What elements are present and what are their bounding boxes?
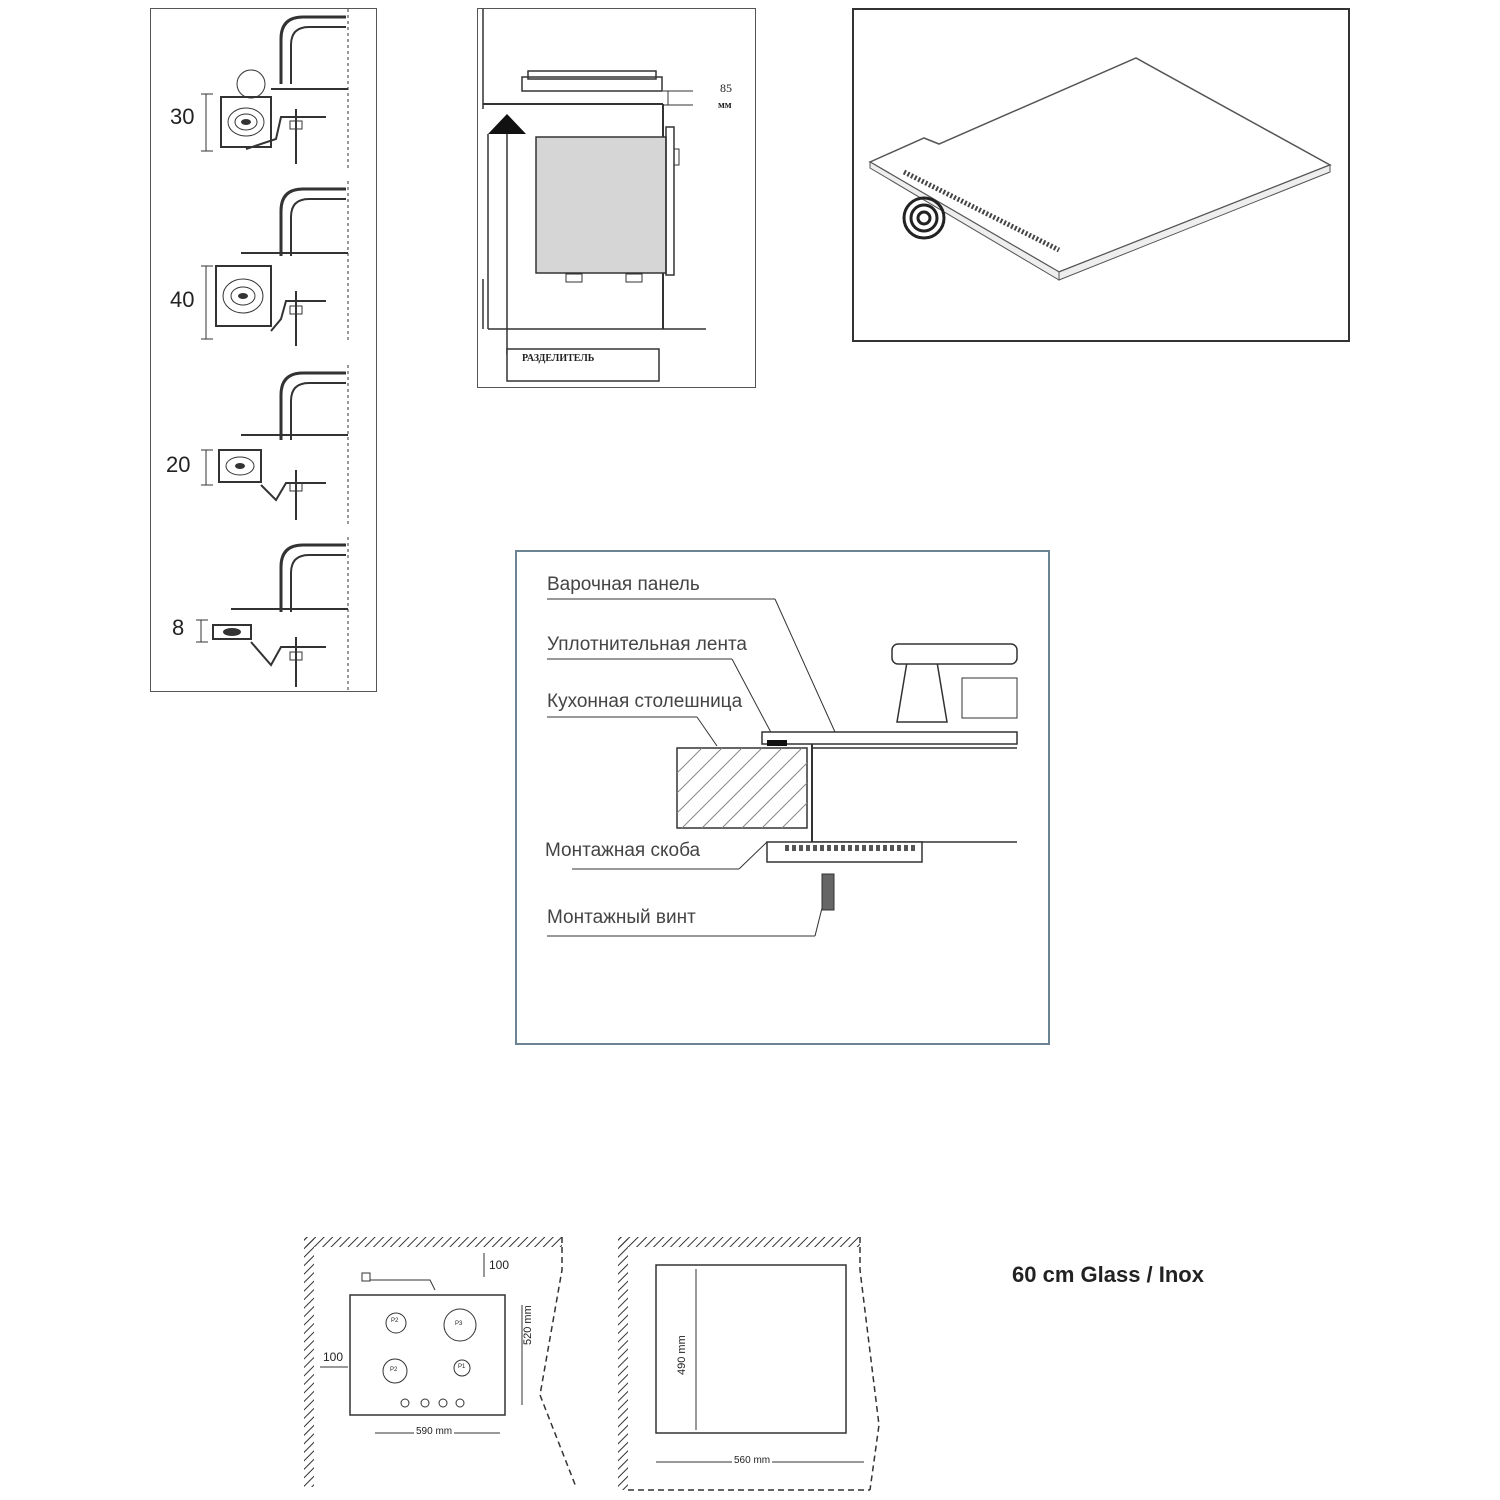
- hob-width-label: 590 mm: [414, 1426, 455, 1437]
- bracket-label: Монтажная скоба: [545, 840, 701, 861]
- seal-thickness-8: 8: [172, 615, 185, 640]
- hob-depth-label: 520 mm: [522, 1305, 534, 1345]
- seal-tape-panel: [852, 8, 1350, 342]
- oven-installation-panel: 85 мм РАЗДЕЛИТЕЛЬ: [477, 8, 756, 388]
- burner-label-2: P3: [455, 1321, 463, 1327]
- product-caption: 60 cm Glass / Inox: [1012, 1262, 1204, 1287]
- section-panel: Варочная панель Уплотнительная лента Кух…: [515, 550, 1050, 1045]
- cutout-drawing: [618, 1237, 880, 1491]
- seal-step-30: [201, 9, 349, 169]
- seal-step-20: [201, 365, 349, 525]
- clearance-left-label: 100: [323, 1350, 344, 1364]
- seal-tape-drawing: [868, 57, 1332, 281]
- screw-label: Монтажный винт: [547, 907, 696, 928]
- seal-thickness-20: 20: [166, 452, 191, 477]
- seal-thickness-30: 30: [170, 104, 195, 129]
- cutout-panel: 490 mm 560 mm: [614, 1235, 904, 1495]
- cutout-depth-label: 490 mm: [676, 1335, 688, 1375]
- oven-installation-drawing: [482, 9, 706, 382]
- hob-label: Варочная панель: [547, 574, 700, 595]
- divider-label: РАЗДЕЛИТЕЛЬ: [522, 353, 595, 364]
- burner-label-4: P1: [458, 1364, 466, 1370]
- seal-tape-label: Уплотнительная лента: [547, 634, 748, 655]
- burner-label-1: P2: [391, 1318, 399, 1324]
- worktop-label: Кухонная столешница: [547, 691, 743, 712]
- seal-thickness-40: 40: [170, 287, 195, 312]
- section-drawing: [547, 598, 1018, 937]
- burner-label-3: P2: [390, 1367, 398, 1373]
- hob-layout-panel: P2 P3 P2 P1 100 100 520 mm 590 mm: [300, 1235, 590, 1490]
- oven-clearance-unit: мм: [718, 100, 732, 111]
- seal-thickness-panel: 30 40 20 8: [150, 8, 377, 693]
- seal-step-8: [196, 537, 349, 693]
- hob-layout-drawing: [304, 1237, 577, 1488]
- oven-clearance-value: 85: [720, 81, 732, 95]
- seal-step-40: [201, 181, 349, 346]
- cutout-width-label: 560 mm: [732, 1455, 773, 1466]
- seal-thickness-drawings: [196, 9, 349, 693]
- clearance-top-label: 100: [489, 1258, 510, 1272]
